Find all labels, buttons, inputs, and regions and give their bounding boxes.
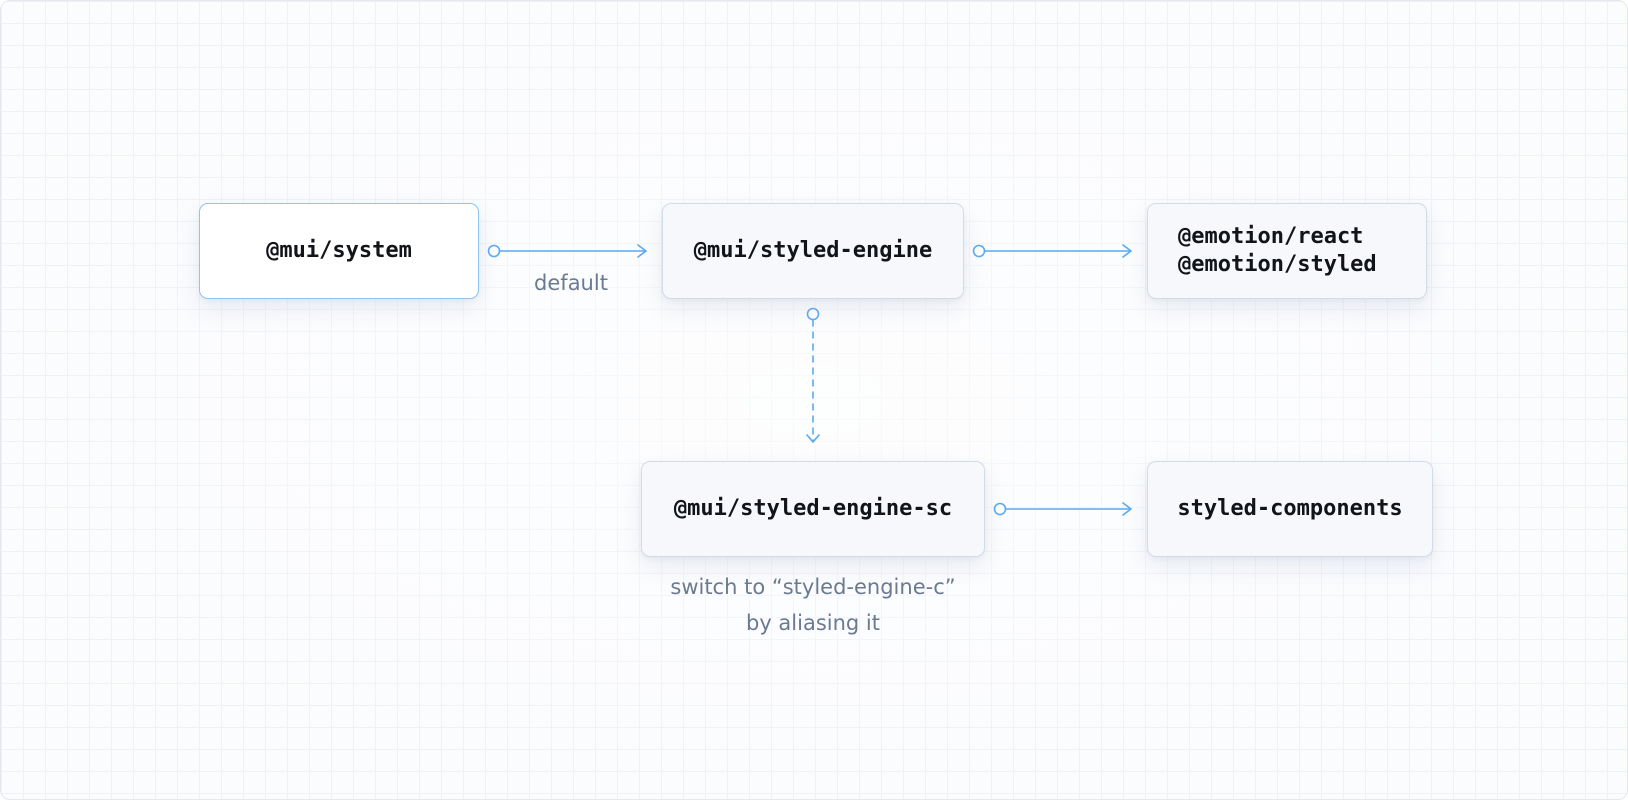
edge-system-to-styled-engine — [487, 244, 647, 258]
node-emotion-react-label: @emotion/react — [1178, 224, 1364, 249]
edge-styled-engine-to-emotion — [972, 244, 1132, 258]
edge-label-alias-line1: switch to “styled-engine-c” — [670, 575, 956, 599]
edge-styled-engine-sc-to-styled-components — [993, 502, 1132, 516]
node-mui-styled-engine-label: @mui/styled-engine — [693, 238, 933, 263]
node-styled-components-label: styled-components — [1177, 496, 1403, 521]
node-mui-styled-engine: @mui/styled-engine — [662, 203, 964, 299]
edge-label-default: default — [534, 271, 608, 295]
node-styled-components: styled-components — [1147, 461, 1433, 557]
edge-styled-engine-to-styled-engine-sc — [806, 307, 820, 443]
node-mui-styled-engine-sc: @mui/styled-engine-sc — [641, 461, 985, 557]
node-emotion-styled-label: @emotion/styled — [1178, 252, 1377, 277]
node-mui-system: @mui/system — [199, 203, 479, 299]
edge-label-alias-line2: by aliasing it — [746, 611, 880, 635]
node-emotion: @emotion/react @emotion/styled — [1147, 203, 1427, 299]
node-mui-styled-engine-sc-label: @mui/styled-engine-sc — [673, 496, 953, 521]
node-mui-system-label: @mui/system — [266, 238, 412, 263]
